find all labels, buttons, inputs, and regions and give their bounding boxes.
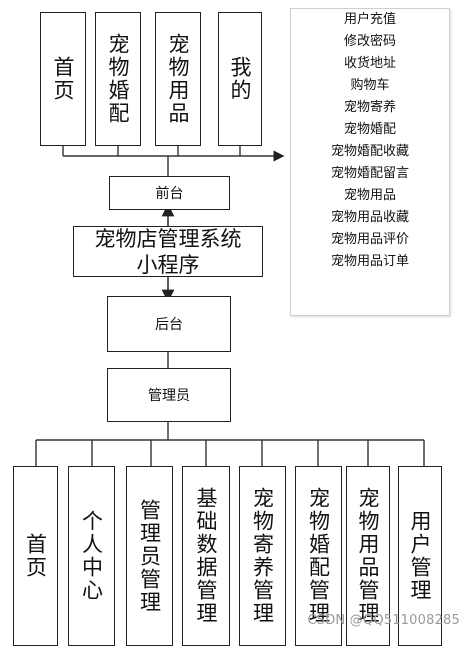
admin-module-personal-center: 个人中心 xyxy=(68,466,115,646)
vertical-label: 管理员管理 xyxy=(137,498,162,614)
admin-module-home: 首页 xyxy=(13,466,58,646)
nav-pet-matching-box: 宠物婚配 xyxy=(95,12,141,146)
feature-item: 宠物婚配 xyxy=(343,122,396,137)
feature-item: 宠物用品 xyxy=(343,188,396,203)
vertical-label: 用户管理 xyxy=(408,510,432,602)
vertical-label: 基础数据管理 xyxy=(194,487,218,625)
vertical-label: 首页 xyxy=(23,533,48,579)
front-end-box: 前台 xyxy=(109,176,230,210)
vertical-label: 首页 xyxy=(51,56,75,102)
back-end-label: 后台 xyxy=(155,317,183,333)
feature-item: 宠物寄养 xyxy=(343,100,396,115)
admin-module-admin-management: 管理员管理 xyxy=(126,466,173,646)
system-title: 宠物店管理系统小程序 xyxy=(74,226,262,278)
system-title-line: 宠物店管理系统 xyxy=(94,226,242,251)
nav-home-box: 首页 xyxy=(40,12,86,146)
admin-module-pet-matching-management: 宠物婚配管理 xyxy=(295,466,342,646)
feature-item: 修改密码 xyxy=(343,34,396,49)
watermark: CSDN @QQ511008285 xyxy=(307,613,460,628)
back-end-box: 后台 xyxy=(107,296,231,352)
feature-item: 宠物用品收藏 xyxy=(330,210,409,225)
vertical-label: 宠物用品管理 xyxy=(356,487,380,625)
feature-item: 宠物用品订单 xyxy=(330,254,409,269)
vertical-label: 宠物用品 xyxy=(166,33,190,125)
vertical-label: 宠物婚配 xyxy=(106,33,130,125)
feature-item: 宠物婚配留言 xyxy=(330,166,409,181)
front-feature-list: 用户充值修改密码收货地址购物车宠物寄养宠物婚配宠物婚配收藏宠物婚配留言宠物用品宠… xyxy=(290,8,450,316)
admin-label: 管理员 xyxy=(148,388,190,404)
admin-module-user-management: 用户管理 xyxy=(398,466,442,646)
admin-box: 管理员 xyxy=(107,368,231,422)
feature-item: 宠物用品评价 xyxy=(330,232,409,247)
nav-mine-box: 我的 xyxy=(218,12,262,146)
vertical-label: 宠物婚配管理 xyxy=(306,487,331,625)
front-end-label: 前台 xyxy=(155,186,184,202)
admin-module-pet-supplies-management: 宠物用品管理 xyxy=(346,466,390,646)
feature-item: 购物车 xyxy=(350,78,390,93)
feature-item: 用户充值 xyxy=(343,12,396,27)
admin-module-base-data-management: 基础数据管理 xyxy=(182,466,230,646)
admin-module-pet-boarding-management: 宠物寄养管理 xyxy=(239,466,286,646)
vertical-label: 宠物寄养管理 xyxy=(250,487,275,625)
feature-item: 收货地址 xyxy=(343,56,396,71)
system-title-line: 小程序 xyxy=(136,252,200,277)
vertical-label: 我的 xyxy=(228,56,252,102)
vertical-label: 个人中心 xyxy=(79,510,104,602)
nav-pet-supplies-box: 宠物用品 xyxy=(155,12,201,146)
system-title-box: 宠物店管理系统小程序 xyxy=(73,226,263,277)
feature-item: 宠物婚配收藏 xyxy=(330,144,409,159)
